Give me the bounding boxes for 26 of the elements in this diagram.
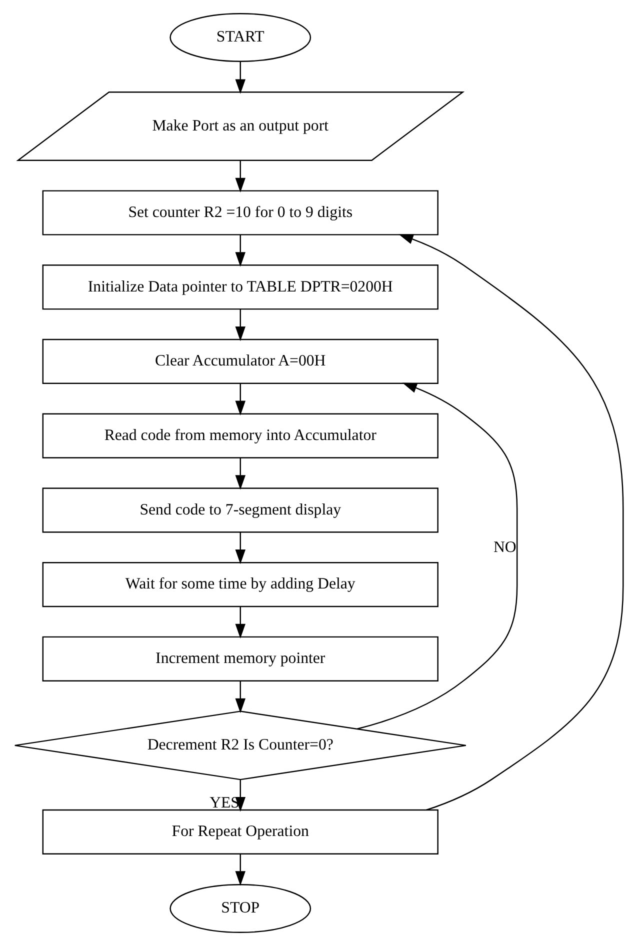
arrow — [234, 234, 245, 267]
arrow — [398, 234, 624, 811]
node-box: For Repeat Operation — [42, 809, 438, 855]
arrow — [234, 854, 245, 886]
arrow — [234, 680, 245, 714]
arrow — [234, 62, 245, 94]
arrow — [356, 382, 518, 730]
node-box: Increment memory pointer — [42, 636, 438, 682]
node-box: Initialize Data pointer to TABLE DPTR=0200H — [42, 264, 438, 310]
node-diamond: Decrement R2 Is Counter=0? — [14, 710, 466, 780]
node-ellipse: STOP — [169, 884, 311, 934]
node-box: Send code to 7-segment display — [42, 488, 438, 533]
node-box: Set counter R2 =10 for 0 to 9 digits — [42, 190, 438, 236]
node-box: Clear Accumulator A=00H — [42, 338, 438, 384]
arrow — [234, 384, 245, 416]
node-box: Read code from memory into Accumulator — [42, 413, 438, 458]
node-ellipse: START — [169, 12, 311, 62]
node-box: Wait for some time by adding Delay — [42, 562, 438, 608]
arrow — [234, 309, 245, 342]
arrow — [234, 458, 245, 490]
arrow — [234, 780, 245, 812]
arrow — [234, 532, 245, 564]
arrow — [234, 606, 245, 639]
arrow — [234, 160, 245, 192]
edge-label: YES — [209, 794, 239, 812]
edge-label: NO — [492, 539, 516, 556]
